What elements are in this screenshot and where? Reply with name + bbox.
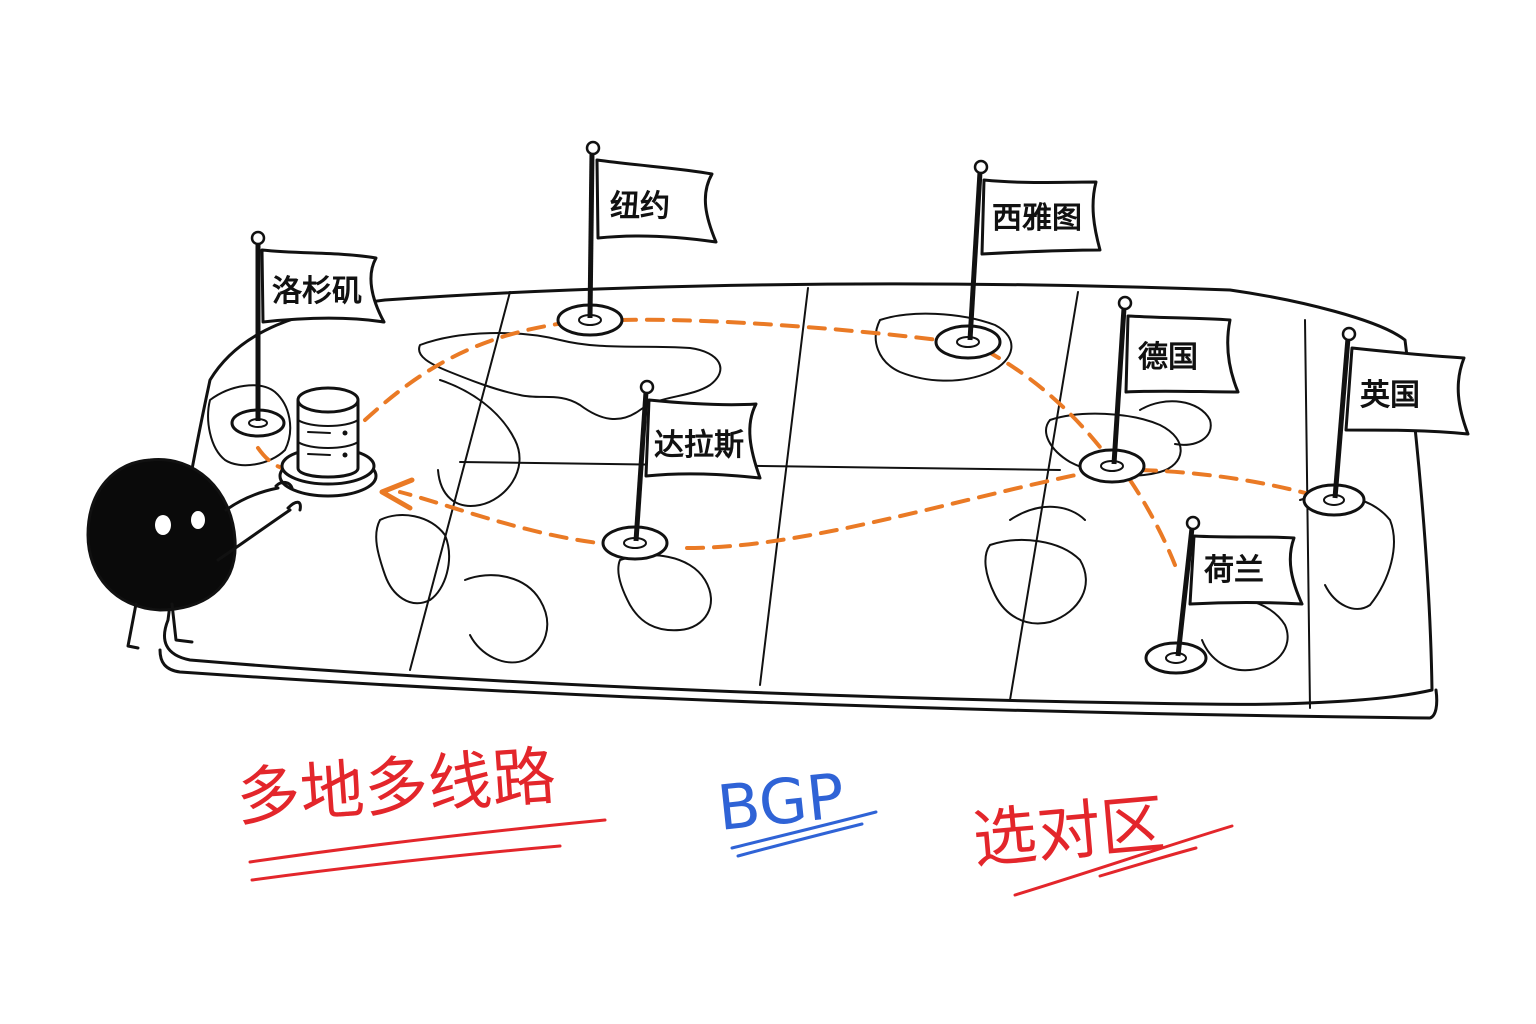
caption-multi-region-text: 多地多线路 (234, 740, 558, 836)
route-germany-uk (1138, 468, 1322, 499)
caption-bgp: BGP (714, 759, 878, 858)
flag-label-germany: 德国 (1138, 340, 1198, 375)
caption-multi-region: 多地多线路 (234, 740, 607, 882)
flag-seattle: 西雅图 (934, 159, 1102, 360)
route-newyork-seattle (618, 317, 957, 344)
flag-netherlands: 荷兰 (1144, 515, 1304, 675)
flag-label-uk: 英国 (1360, 378, 1420, 413)
flag-germany: 德国 (1078, 295, 1240, 484)
world-map (158, 282, 1439, 720)
mascot-eye-right (191, 511, 205, 529)
flag-dallas: 达拉斯 (601, 379, 762, 561)
route-server-newyork (363, 318, 592, 422)
flag-label-seattle: 西雅图 (992, 201, 1082, 236)
route-germany-netherlands (1128, 478, 1177, 567)
flag-new-york: 纽约 (556, 140, 718, 337)
flag-uk: 英国 (1302, 326, 1470, 517)
caption-choose-region-text: 选对区 (970, 787, 1168, 877)
flag-los-angeles: 洛杉矶 (230, 230, 386, 438)
mascot-eye-left (155, 515, 171, 535)
caption-choose-region: 选对区 (970, 787, 1234, 897)
route-germany-dallas (678, 468, 1102, 551)
route-seattle-germany (983, 348, 1112, 462)
mascot-character (86, 458, 302, 650)
server-stack-icon (278, 386, 378, 498)
flag-label-netherlands: 荷兰 (1204, 553, 1264, 588)
caption-bgp-text: BGP (714, 759, 848, 845)
flag-label-los-angeles: 洛杉矶 (272, 274, 362, 309)
route-dallas-server (398, 490, 622, 547)
routes (256, 317, 1322, 567)
flag-label-new-york: 纽约 (610, 189, 670, 224)
flag-label-dallas: 达拉斯 (654, 428, 744, 463)
